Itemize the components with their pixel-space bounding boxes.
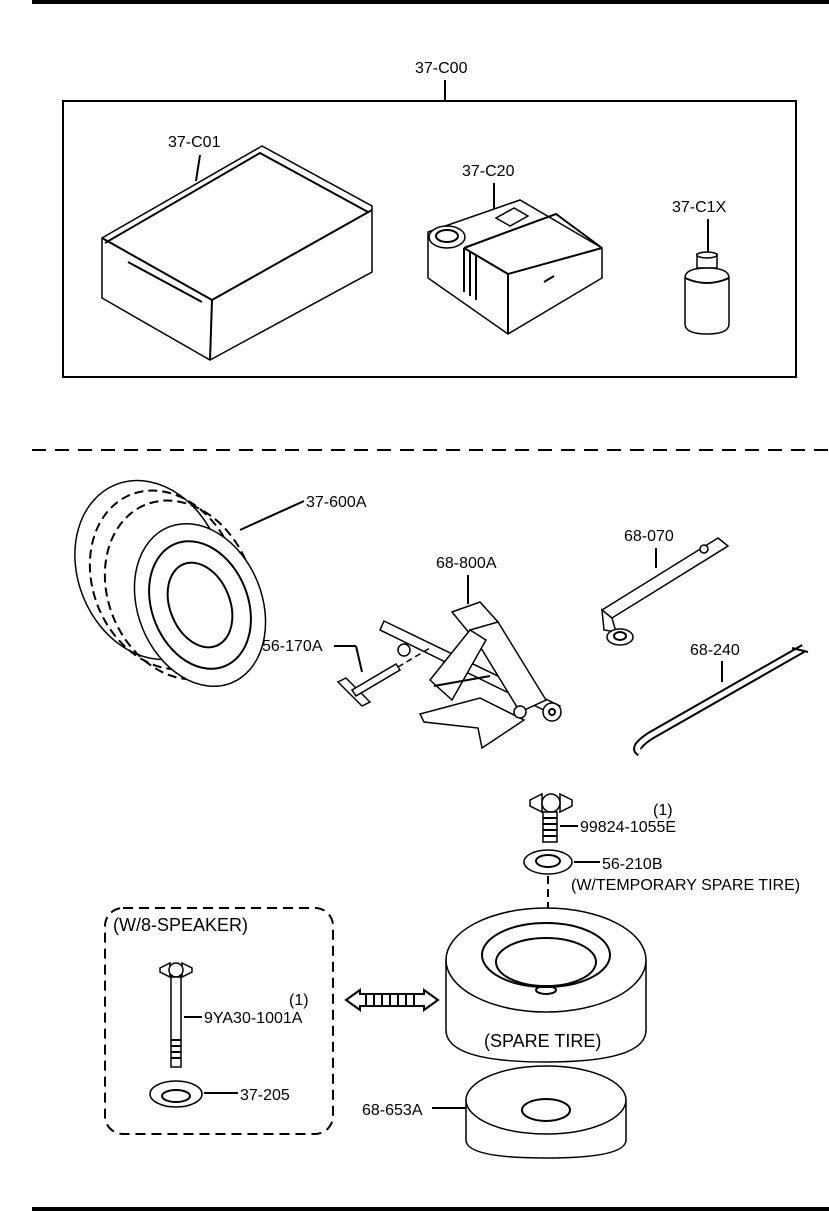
kit-box-frame [62,100,797,378]
case-label: 37-C01 [168,134,221,151]
spare-tire: (SPARE TIRE) [445,907,647,1063]
air-compressor: 37-C20 [427,163,603,335]
lug-wrench-label: 68-070 [624,528,674,545]
jack-lever: 68-240 [633,642,809,757]
tire-assembly: 37-600A [74,479,367,688]
compressor-label: 37-C20 [462,163,515,180]
speaker-option-box: (W/8-SPEAKER) (1) 9YA30-1001A 37-205 [104,907,334,1135]
jack-label: 68-800A [436,555,497,572]
tire-pad: 68-653A [362,1065,627,1159]
speaker-option-title: (W/8-SPEAKER) [113,915,248,935]
kit-section: 37-C00 37-C01 37-C20 [62,60,797,378]
scissor-jack: 68-800A [379,555,562,750]
washer-note: (W/TEMPORARY SPARE TIRE) [571,877,800,894]
tire-label: 37-600A [306,494,367,511]
jack-handle-pin-label: 56-170A [262,638,323,655]
spare-mount-bolt: (1) 99824-1055E [529,792,676,843]
interchange-arrow [344,988,440,1012]
kit-assembly-label: 37-C00 [415,60,468,77]
pad-label: 68-653A [362,1102,423,1119]
washer-label: 56-210B [602,856,663,873]
jack-lever-label: 68-240 [690,642,740,659]
speaker-bolt-qty: (1) [289,992,309,1009]
lug-wrench: 68-070 [600,528,730,646]
jack-handle-pin: 56-170A [262,638,431,707]
storage-case: 37-C01 [101,134,373,361]
spare-tire-label: (SPARE TIRE) [484,1031,601,1051]
sealant-label: 37-C1X [672,199,727,216]
speaker-washer-label: 37-205 [240,1087,290,1104]
spare-mount-washer: 56-210B (W/TEMPORARY SPARE TIRE) [523,849,800,990]
speaker-bolt-label: 9YA30-1001A [204,1010,303,1027]
bolt-qty: (1) [653,802,673,819]
bolt-label: 99824-1055E [580,819,676,836]
sealant-bottle: 37-C1X [672,199,730,335]
